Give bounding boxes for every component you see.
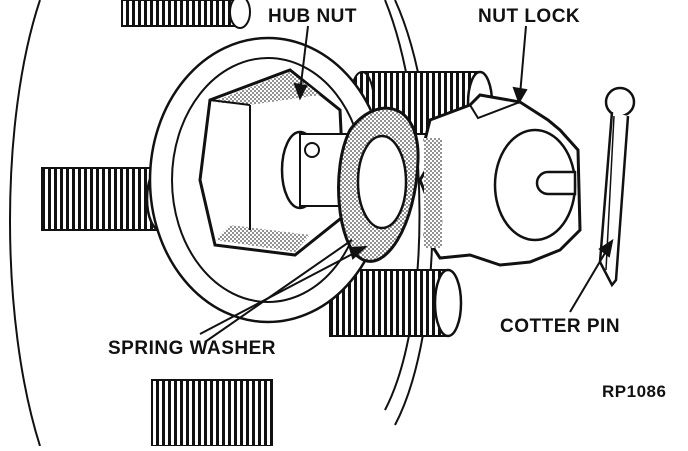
wheel-stud-lower-right (329, 268, 463, 338)
hub-nut-leader (299, 25, 309, 93)
nut-lock-leader (519, 25, 527, 96)
leader-lines (199, 25, 614, 343)
hub-nut (198, 68, 347, 257)
spring-washer (337, 106, 420, 263)
cotter-pin-label: COTTER PIN (500, 316, 621, 337)
spring-washer-leader (199, 249, 361, 335)
cotter-pin (598, 86, 636, 288)
nut-lock (418, 93, 582, 267)
spring-washer-label: SPRING WASHER (108, 338, 277, 359)
hub-nut-shade-top (212, 72, 320, 105)
spring-washer-leader-2 (204, 239, 353, 343)
figure-code: RP1086 (602, 382, 667, 401)
wheel-rim-right-arc (384, 0, 421, 411)
nut-lock-label: NUT LOCK (478, 6, 581, 27)
wheel-rim-left-arc (9, 0, 41, 447)
cotter-pin-leader (569, 247, 609, 313)
hub-nut-shade-bottom (215, 225, 310, 252)
wheel-stud-top (121, 0, 251, 29)
wheel-stud-bottom (151, 379, 273, 447)
hub-nut-label: HUB NUT (268, 6, 357, 27)
